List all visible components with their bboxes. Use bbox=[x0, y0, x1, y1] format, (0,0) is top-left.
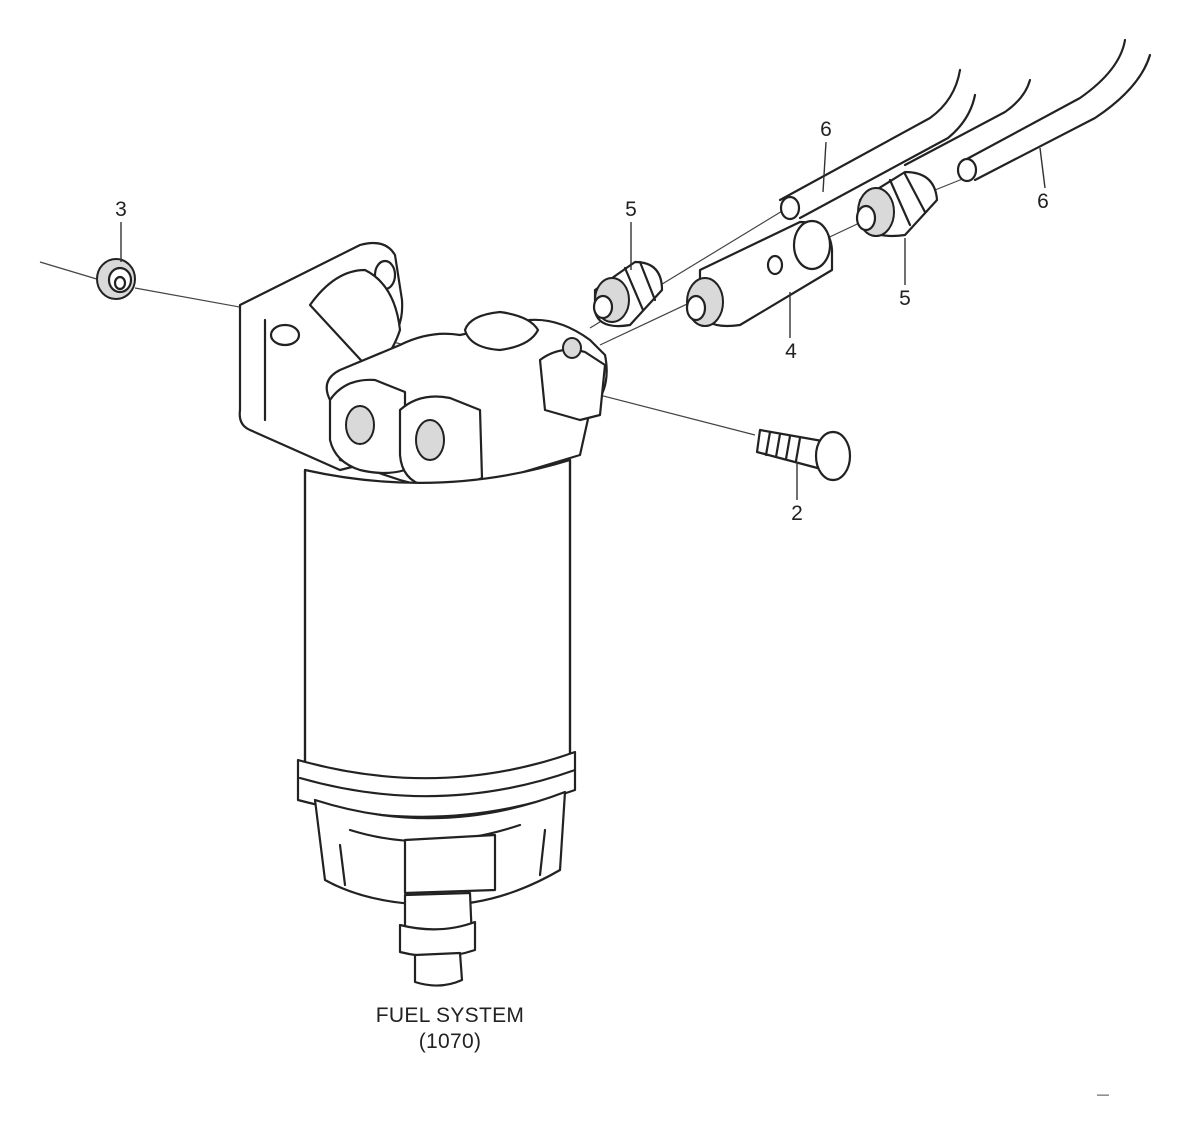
caption-title: FUEL SYSTEM bbox=[376, 1004, 524, 1027]
caption-subtitle: (1070) bbox=[419, 1030, 482, 1053]
fitting-part-5-right bbox=[855, 170, 939, 238]
callout-3: 3 bbox=[115, 198, 127, 221]
callout-leaders bbox=[120, 141, 1046, 500]
callout-4: 4 bbox=[785, 340, 797, 363]
filter-canister bbox=[296, 458, 577, 987]
fuel-hose-right bbox=[956, 38, 1152, 183]
fitting-part-5-left bbox=[592, 260, 664, 328]
callout-6-top: 6 bbox=[820, 118, 832, 141]
bolt-part-2 bbox=[755, 428, 852, 482]
callout-5-left: 5 bbox=[625, 198, 637, 221]
callout-5-right: 5 bbox=[899, 287, 911, 310]
footer-mark: — bbox=[1097, 1087, 1109, 1101]
fuel-hose-upper bbox=[778, 68, 1032, 221]
callout-6-right: 6 bbox=[1037, 190, 1049, 213]
connector-part-4 bbox=[685, 219, 834, 328]
callout-2: 2 bbox=[791, 502, 803, 525]
filter-head-bracket bbox=[238, 241, 608, 489]
nut-part-3 bbox=[96, 258, 136, 300]
